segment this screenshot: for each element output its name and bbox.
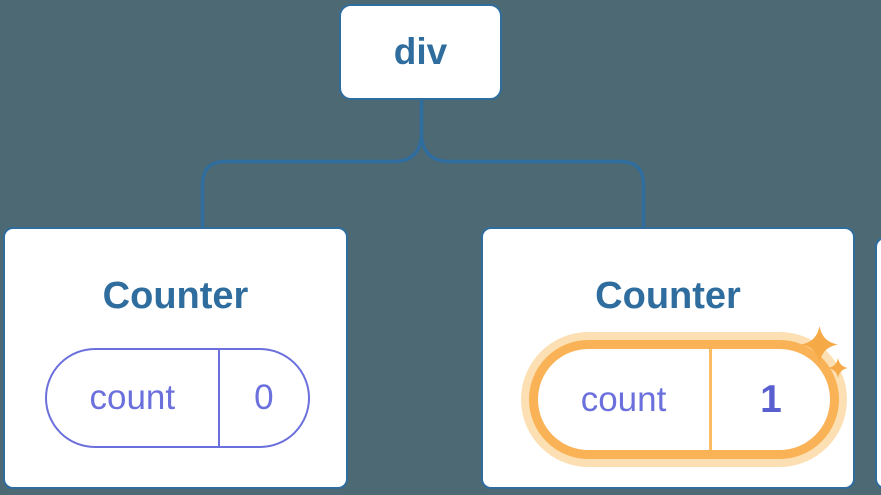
state-pill-highlighted: count 1 bbox=[529, 340, 839, 459]
connector-left-branch bbox=[200, 99, 424, 228]
state-pill: count 0 bbox=[45, 348, 310, 448]
partial-card-clipped bbox=[875, 237, 881, 489]
sparkle-icon bbox=[801, 326, 838, 363]
state-key: count bbox=[538, 349, 713, 450]
state-value: 1 bbox=[760, 377, 782, 421]
component-title: Counter bbox=[102, 275, 249, 317]
state-key: count bbox=[47, 350, 220, 446]
connector-right-branch bbox=[419, 99, 646, 228]
state-value: 0 bbox=[254, 378, 274, 417]
root-node-div: div bbox=[339, 4, 502, 100]
root-node-label: div bbox=[393, 31, 448, 72]
component-title: Counter bbox=[595, 275, 741, 317]
sparkle-icon bbox=[828, 358, 848, 378]
component-card-counter-right: Counter count 1 bbox=[481, 227, 855, 489]
component-card-counter-left: Counter count 0 bbox=[3, 227, 348, 489]
